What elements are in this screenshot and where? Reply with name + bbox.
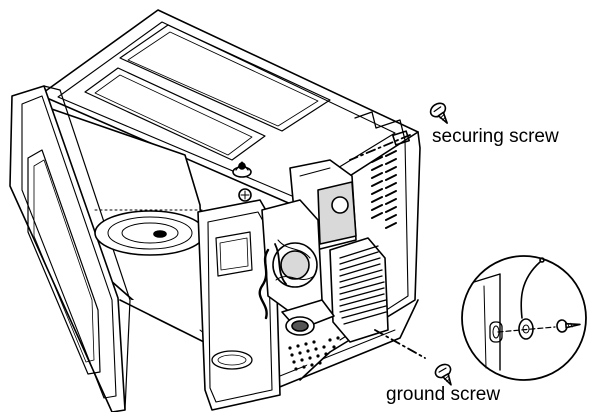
turntable [94,209,206,256]
ground-screw-callout [374,329,452,386]
top-knob [232,161,252,178]
control-panel-face [197,199,281,411]
door [9,85,131,412]
door-open-button [211,350,253,370]
inset-screw-icon [556,319,581,333]
securing-screw-icon [429,102,448,124]
small-screw-top [238,188,252,202]
back-vent-slots [371,150,397,229]
control-panel [197,199,281,411]
ground-screw-label: ground screw [386,384,501,405]
bottom-vent-grille [288,336,340,371]
door-window [27,149,101,375]
high-voltage-transformer [329,237,389,343]
ground-wire [520,261,541,319]
ground-screw-icon [434,363,452,386]
internal-components [232,159,389,371]
ground-detail-inset [461,255,587,381]
display-window [215,231,253,277]
securing-screw-label: securing screw [432,126,559,147]
securing-screw-callout [349,102,448,161]
